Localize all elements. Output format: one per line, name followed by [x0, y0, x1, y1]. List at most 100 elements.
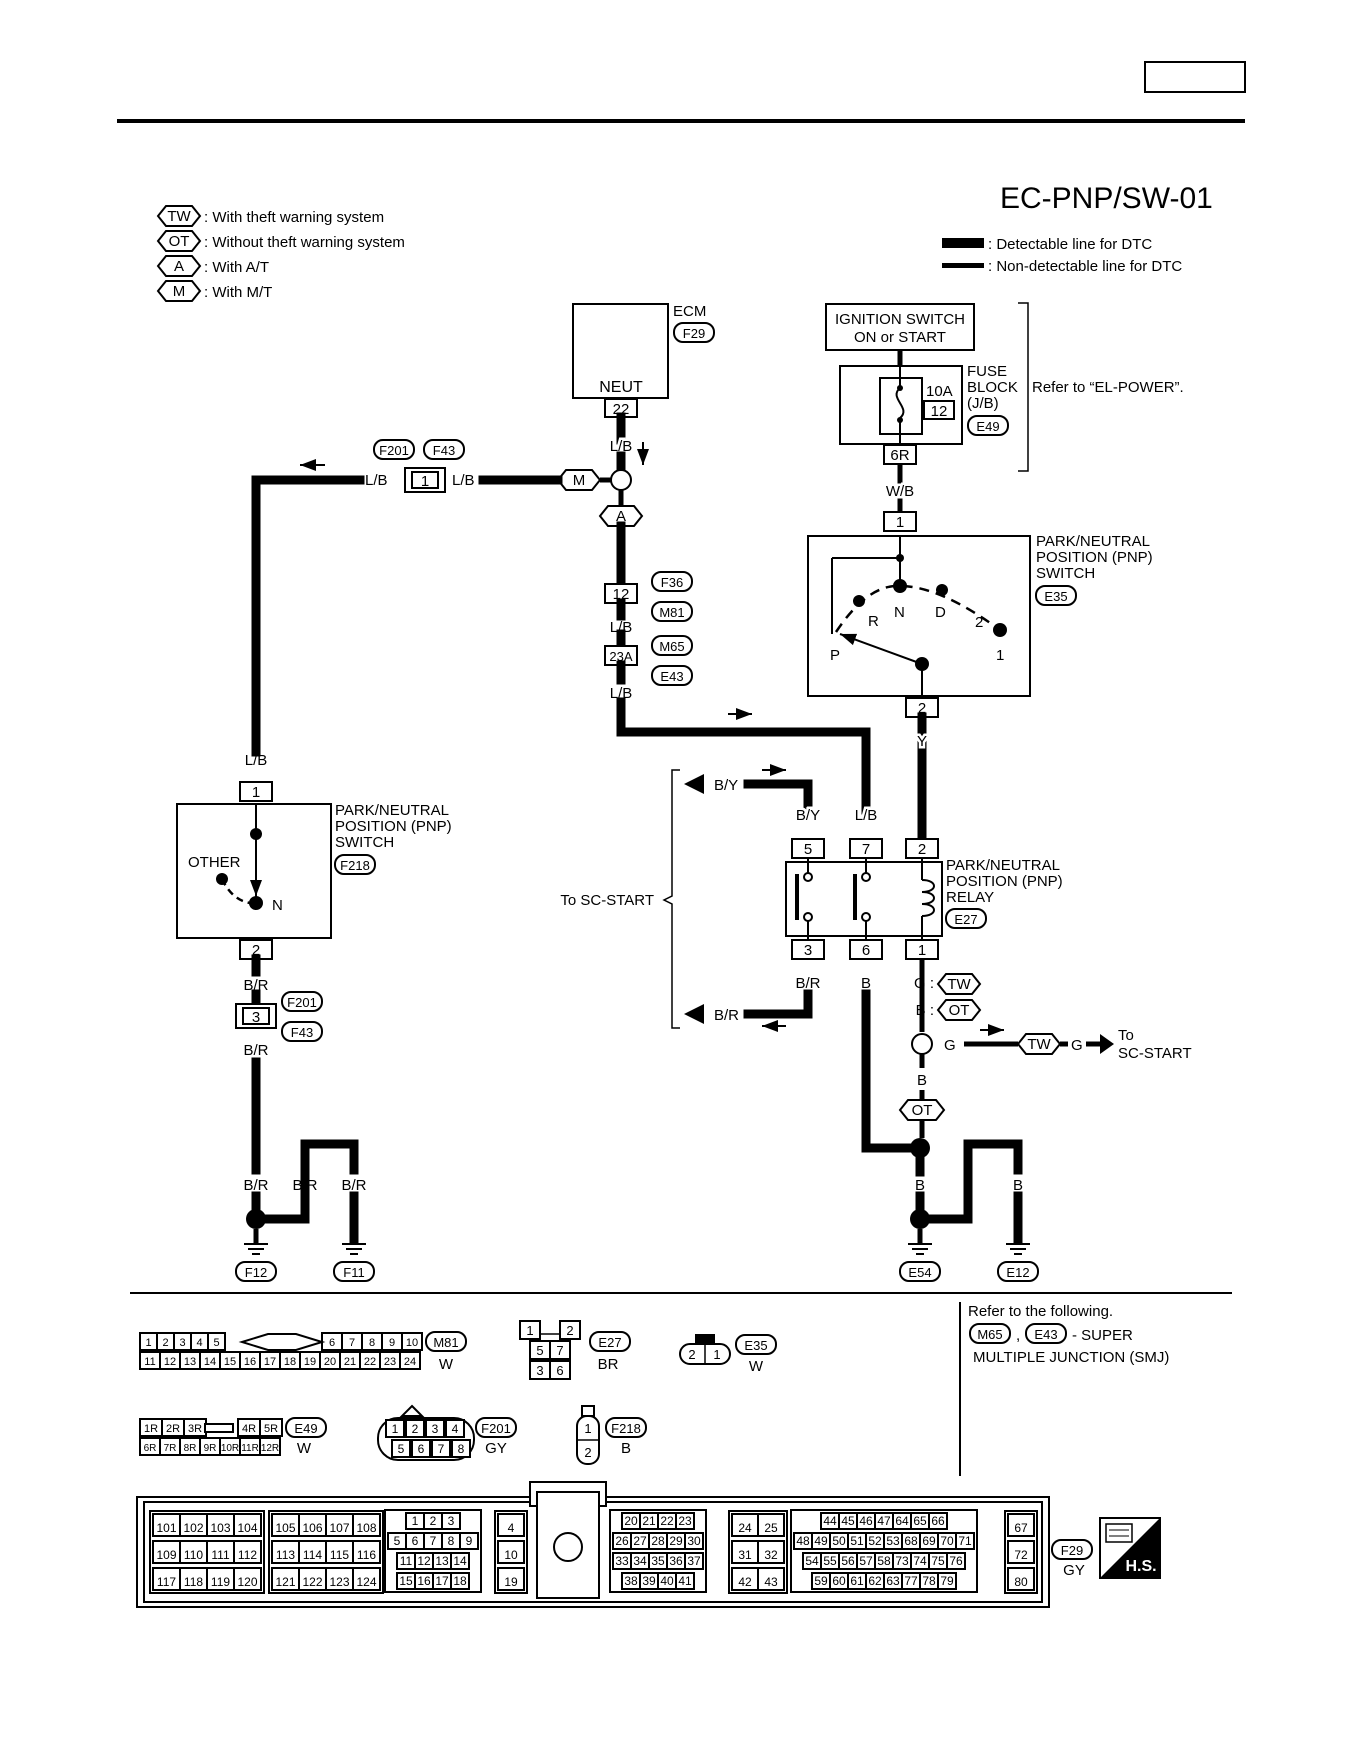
svg-text:1: 1: [896, 514, 904, 531]
f29-block2-label: 105: [275, 1521, 295, 1535]
f29-block1-label: 102: [183, 1521, 203, 1535]
e49-pin-label: 7R: [164, 1443, 177, 1454]
f29-block7-label: 70: [940, 1534, 954, 1548]
option-legend: TW : With theft warning system OT : With…: [156, 205, 405, 302]
e49-pin-label: 3R: [188, 1423, 202, 1435]
svg-text:BR: BR: [598, 1356, 619, 1373]
ecm: ECM F29 NEUT 22: [572, 303, 715, 418]
wire-label-wb: W/B: [886, 483, 914, 500]
f29-block3-cell: [450, 1552, 470, 1570]
e49-pin-label: 6R: [144, 1443, 157, 1454]
f29-block5-cell: [684, 1532, 704, 1550]
f29-block3-label: 13: [435, 1554, 449, 1568]
joint-f201-f43-top: F201 F43 1 L/B L/B: [365, 439, 475, 493]
f29-block5-label: 22: [660, 1514, 674, 1528]
svg-text:SWITCH: SWITCH: [335, 834, 394, 851]
option-m: M : With M/T: [156, 280, 272, 302]
f201-pin-cell: [431, 1439, 451, 1458]
svg-text:B/R: B/R: [795, 975, 820, 992]
f29-block7-label: 77: [904, 1574, 918, 1588]
f29-block1-label: 118: [184, 1575, 203, 1589]
f29-block2-label: 122: [302, 1575, 322, 1589]
svg-text:F218: F218: [340, 858, 370, 873]
svg-text:R: R: [868, 613, 879, 630]
svg-text:E12: E12: [1006, 1265, 1029, 1280]
f29-block7-cell: [946, 1552, 966, 1570]
f29-block1-label: 120: [237, 1575, 257, 1589]
f29-block6-label: 32: [764, 1548, 778, 1562]
svg-text:12: 12: [931, 403, 948, 420]
svg-text:6: 6: [556, 1363, 563, 1378]
svg-text:5: 5: [536, 1343, 543, 1358]
svg-text:To SC-START: To SC-START: [560, 892, 654, 909]
joint-m65-e43: 23A M65 E43: [604, 635, 693, 686]
joint-f36-m81: 12 F36 M81: [604, 571, 693, 622]
f201-pin-label: 1: [392, 1422, 399, 1436]
svg-text:L/B: L/B: [365, 472, 388, 489]
f201-pin-label: 3: [432, 1422, 439, 1436]
f29-block5-cell: [675, 1572, 695, 1590]
svg-text:,: ,: [1016, 1327, 1020, 1344]
svg-text:2: 2: [975, 614, 983, 631]
f29-block1-label: 103: [210, 1521, 230, 1535]
svg-text:P: P: [830, 647, 840, 664]
svg-text:To: To: [1118, 1027, 1134, 1044]
e49-pin-label: 2R: [166, 1423, 180, 1435]
f29-block4-label: 10: [504, 1548, 518, 1562]
f29-block7-label: 75: [931, 1554, 945, 1568]
f29-block7-label: 59: [814, 1574, 828, 1588]
svg-text:E43: E43: [1034, 1327, 1057, 1342]
f29-block3-label: 14: [453, 1554, 467, 1568]
svg-text:B/R: B/R: [243, 977, 268, 994]
m81-pin-label: 18: [284, 1356, 296, 1368]
svg-text:M: M: [173, 283, 186, 300]
svg-text:TW: TW: [1027, 1036, 1051, 1053]
svg-text:(J/B): (J/B): [967, 395, 999, 412]
ignition-switch: IGNITION SWITCH ON or START: [825, 303, 975, 351]
f29-block3-label: 3: [448, 1514, 455, 1528]
f29-block8-cell: [1007, 1513, 1035, 1537]
f29-block8-cell: [1007, 1567, 1035, 1591]
m81-pin-label: 14: [204, 1356, 216, 1368]
svg-text:RELAY: RELAY: [946, 889, 994, 906]
svg-text:NEUT: NEUT: [599, 379, 643, 396]
svg-text:N: N: [272, 897, 283, 914]
f29-block7-label: 60: [832, 1574, 846, 1588]
f29-block2-cell: [352, 1513, 381, 1537]
svg-text:SWITCH: SWITCH: [1036, 565, 1095, 582]
svg-text:2: 2: [688, 1347, 695, 1362]
f29-block6-label: 31: [738, 1548, 752, 1562]
svg-text:F201: F201: [379, 443, 409, 458]
svg-text:: With A/T: : With A/T: [204, 259, 269, 276]
f29-block4-cell: [497, 1540, 525, 1564]
svg-text:L/B: L/B: [855, 807, 878, 824]
svg-text:B/R: B/R: [341, 1177, 366, 1194]
svg-text:E43: E43: [660, 669, 683, 684]
f29-block7-label: 66: [931, 1514, 945, 1528]
svg-text:L/B: L/B: [452, 472, 475, 489]
svg-text:OTHER: OTHER: [188, 854, 241, 871]
f29-block7-label: 61: [850, 1574, 864, 1588]
f29-block1-label: 110: [184, 1548, 203, 1562]
m81-pin-label: 20: [324, 1356, 336, 1368]
svg-text:W: W: [749, 1358, 764, 1375]
f29-block4-cell: [497, 1567, 525, 1591]
f29-block2-label: 108: [356, 1521, 376, 1535]
m81-pin-label: 9: [389, 1337, 395, 1349]
f29-block3-label: 18: [453, 1574, 467, 1588]
m81-pin-label: 21: [344, 1356, 356, 1368]
f201-pin-label: 5: [398, 1442, 405, 1456]
f29-block7-label: 69: [922, 1534, 936, 1548]
f29-block7-label: 55: [823, 1554, 837, 1568]
svg-text:1: 1: [713, 1347, 720, 1362]
f29-block6-label: 43: [764, 1575, 778, 1589]
pnp-switch-at: R N D 2 P 1 PARK/NEUTRAL POSITION (PNP) …: [807, 533, 1153, 718]
f29-block5-label: 28: [651, 1534, 665, 1548]
f29-block1-label: 112: [238, 1548, 257, 1562]
refer-note: Refer to the following. M65 , E43 - SUPE…: [968, 1303, 1169, 1366]
f201-pin-cell: [411, 1439, 431, 1458]
svg-text:M65: M65: [659, 639, 684, 654]
m81-pin-label: 7: [349, 1337, 355, 1349]
f201-pin-cell: [385, 1419, 405, 1438]
